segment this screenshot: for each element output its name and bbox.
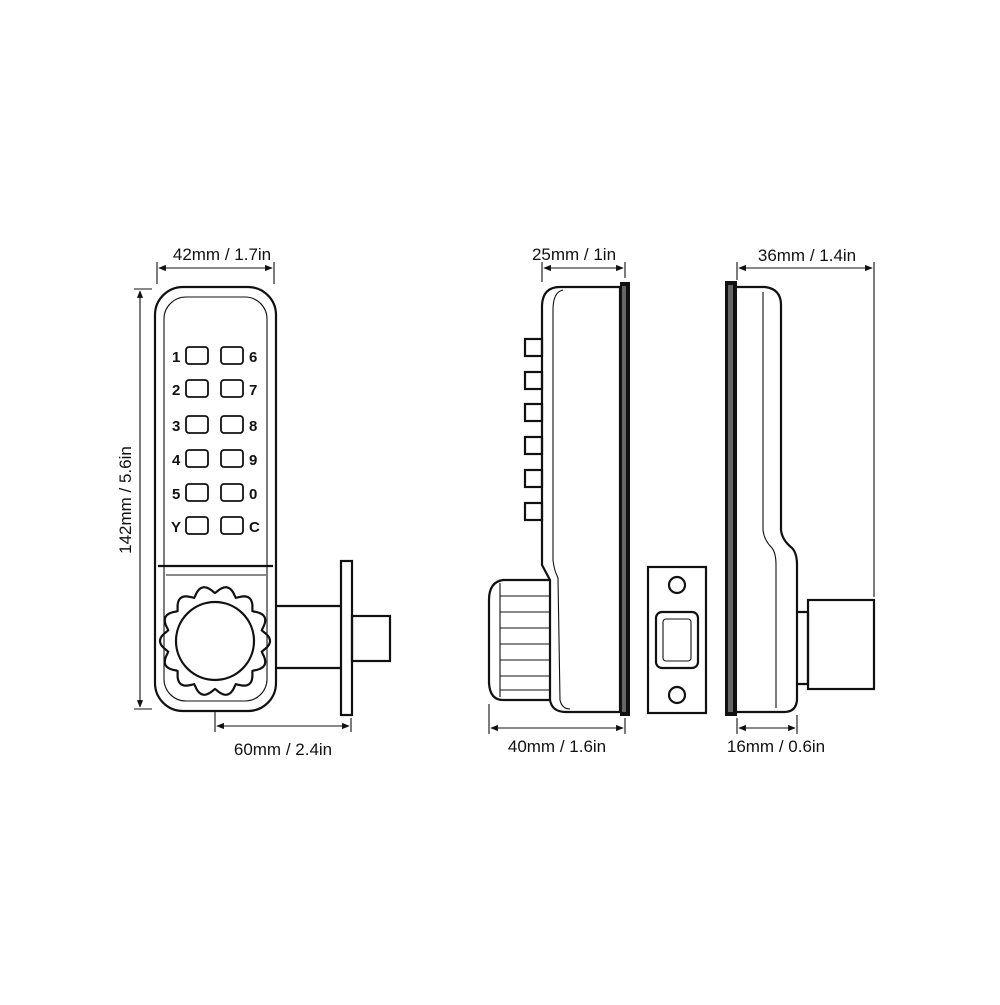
key-1-button[interactable] bbox=[185, 346, 209, 365]
latch-bolt bbox=[276, 559, 392, 717]
key-label: 0 bbox=[249, 486, 257, 503]
knob-inner-ring bbox=[174, 600, 256, 682]
side-knob bbox=[487, 578, 550, 702]
key-label: 5 bbox=[172, 486, 180, 503]
strike-screw-hole-bottom bbox=[667, 685, 687, 705]
side-depth-bottom-label: 40mm / 1.6in bbox=[508, 737, 606, 756]
front-body-outline bbox=[153, 285, 278, 713]
key-3-button[interactable] bbox=[185, 415, 209, 434]
latch-faceplate bbox=[339, 559, 354, 717]
key-label: 9 bbox=[249, 452, 257, 469]
front-body-inner bbox=[163, 296, 268, 702]
key-8-button[interactable] bbox=[220, 415, 244, 434]
key-label: 8 bbox=[249, 418, 257, 435]
strike-screw-hole-top bbox=[667, 575, 687, 595]
strike-opening-outer bbox=[654, 610, 700, 670]
keypad-labels: 1 6 2 7 3 8 4 9 5 0 Y C bbox=[171, 349, 260, 536]
key-y-button[interactable] bbox=[185, 516, 209, 535]
side-body-outline bbox=[540, 285, 622, 714]
key-label: 2 bbox=[172, 382, 180, 399]
key-label: 3 bbox=[172, 418, 180, 435]
key-label: 6 bbox=[249, 349, 257, 366]
rear-body-inner bbox=[762, 292, 777, 708]
strike-plate-outline bbox=[646, 565, 708, 715]
rear-spindle-neck bbox=[797, 610, 810, 686]
key-c-button[interactable] bbox=[220, 516, 244, 535]
key-label: C bbox=[249, 519, 260, 536]
knob-grip-outline bbox=[158, 586, 272, 696]
strike-plate bbox=[646, 565, 708, 715]
key-9-button[interactable] bbox=[220, 449, 244, 468]
key-7-button[interactable] bbox=[220, 379, 244, 398]
front-height-label: 142mm / 5.6in bbox=[116, 446, 135, 554]
backset-label: 60mm / 2.4in bbox=[234, 740, 332, 759]
latch-tongue bbox=[350, 614, 392, 663]
rear-depth-bottom-label: 16mm / 0.6in bbox=[727, 737, 825, 756]
keypad-buttons bbox=[185, 346, 244, 535]
key-label: 7 bbox=[249, 382, 257, 399]
side-view: 25mm / 1in 40mm / 1.6in bbox=[487, 245, 630, 756]
key-6-button[interactable] bbox=[220, 346, 244, 365]
side-button-profiles bbox=[523, 337, 544, 522]
key-2-button[interactable] bbox=[185, 379, 209, 398]
front-width-label: 42mm / 1.7in bbox=[173, 245, 271, 264]
key-4-button[interactable] bbox=[185, 449, 209, 468]
rear-body-outline bbox=[737, 285, 799, 714]
front-knob[interactable] bbox=[158, 586, 272, 696]
side-body-inner bbox=[552, 289, 571, 710]
key-label: 4 bbox=[172, 452, 181, 469]
rear-spindle-housing bbox=[806, 598, 876, 691]
rear-view: 36mm / 1.4in 16mm / 0.6in bbox=[725, 246, 876, 756]
strike-opening-inner bbox=[662, 618, 692, 662]
side-depth-top-label: 25mm / 1in bbox=[532, 245, 616, 264]
front-view: 1 6 2 7 3 8 4 9 5 0 Y C 42mm / 1.7in bbox=[116, 245, 392, 759]
key-5-button[interactable] bbox=[185, 483, 209, 502]
key-label: 1 bbox=[172, 349, 180, 366]
key-0-button[interactable] bbox=[220, 483, 244, 502]
rear-depth-top-label: 36mm / 1.4in bbox=[758, 246, 856, 265]
key-label: Y bbox=[171, 519, 181, 536]
